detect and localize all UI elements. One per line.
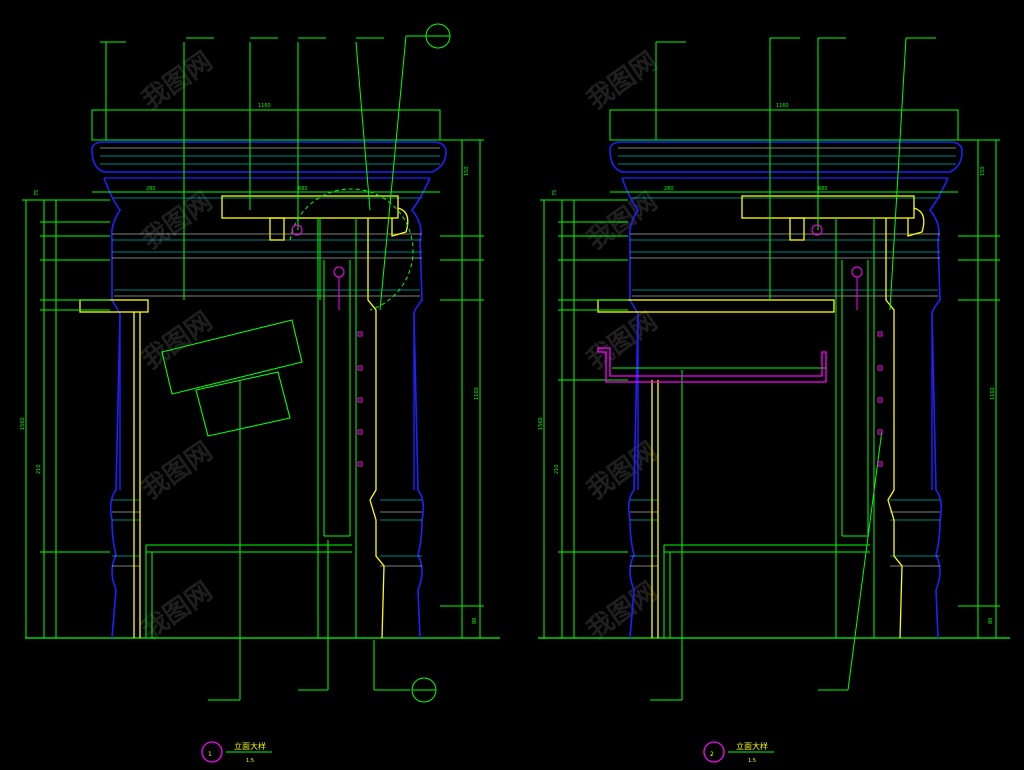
cornice-cap	[609, 141, 963, 173]
right-column-profile	[410, 177, 431, 639]
handle-bracket	[597, 347, 827, 383]
dim-top: 1160	[776, 103, 789, 109]
fastener-marks	[291, 224, 363, 467]
left-column-profile	[103, 177, 121, 639]
right-column-profile	[928, 177, 949, 639]
drawing-scale: 1:5	[246, 758, 254, 764]
mouldings	[112, 233, 422, 567]
dim-right-3: 80	[472, 618, 478, 624]
drawing-number-circle	[703, 741, 725, 763]
dim-right-3: 80	[988, 618, 994, 624]
dim-left-3: 1560	[20, 417, 26, 430]
dim-top: 1160	[258, 103, 271, 109]
mouldings	[630, 233, 940, 567]
dim-left-1: 75	[552, 190, 558, 196]
rotated-panel	[161, 319, 303, 437]
elevation-drawing-2: 1160 280 680 150 1160 80 75 210 1560 2 立…	[538, 37, 1010, 764]
dim-right-1: 150	[980, 166, 986, 176]
dim-sub-2: 680	[298, 186, 308, 192]
drawing-title: 立面大样	[736, 741, 768, 751]
dim-left-2: 210	[36, 464, 42, 474]
door-frame	[79, 195, 409, 639]
drawing-title: 立面大样	[234, 741, 266, 751]
structure-lines	[22, 35, 484, 700]
structure-lines	[540, 37, 1000, 700]
left-column-profile	[621, 177, 639, 639]
dim-left-2: 210	[554, 464, 560, 474]
dim-left-1: 75	[34, 190, 40, 196]
drawing-number-circle	[201, 741, 223, 763]
elevation-drawing-1: 1160 280 680 150 1160 80 75 210 1560 1 立…	[20, 23, 500, 764]
dim-sub-1: 280	[664, 186, 674, 192]
leader-tags	[100, 35, 426, 701]
dim-right-1: 150	[464, 166, 470, 176]
drawing-number: 1	[208, 751, 212, 758]
fastener-marks	[811, 224, 883, 467]
dim-sub-1: 280	[146, 186, 156, 192]
cornice-cap	[91, 141, 447, 173]
leader-tags	[650, 37, 936, 701]
drawing-number: 2	[710, 751, 714, 758]
dim-left-3: 1560	[538, 417, 544, 430]
dim-right-2: 1160	[990, 387, 996, 400]
dim-right-2: 1160	[474, 387, 480, 400]
dim-sub-2: 680	[818, 186, 828, 192]
drawing-scale: 1:5	[748, 758, 756, 764]
door-frame	[597, 195, 925, 639]
